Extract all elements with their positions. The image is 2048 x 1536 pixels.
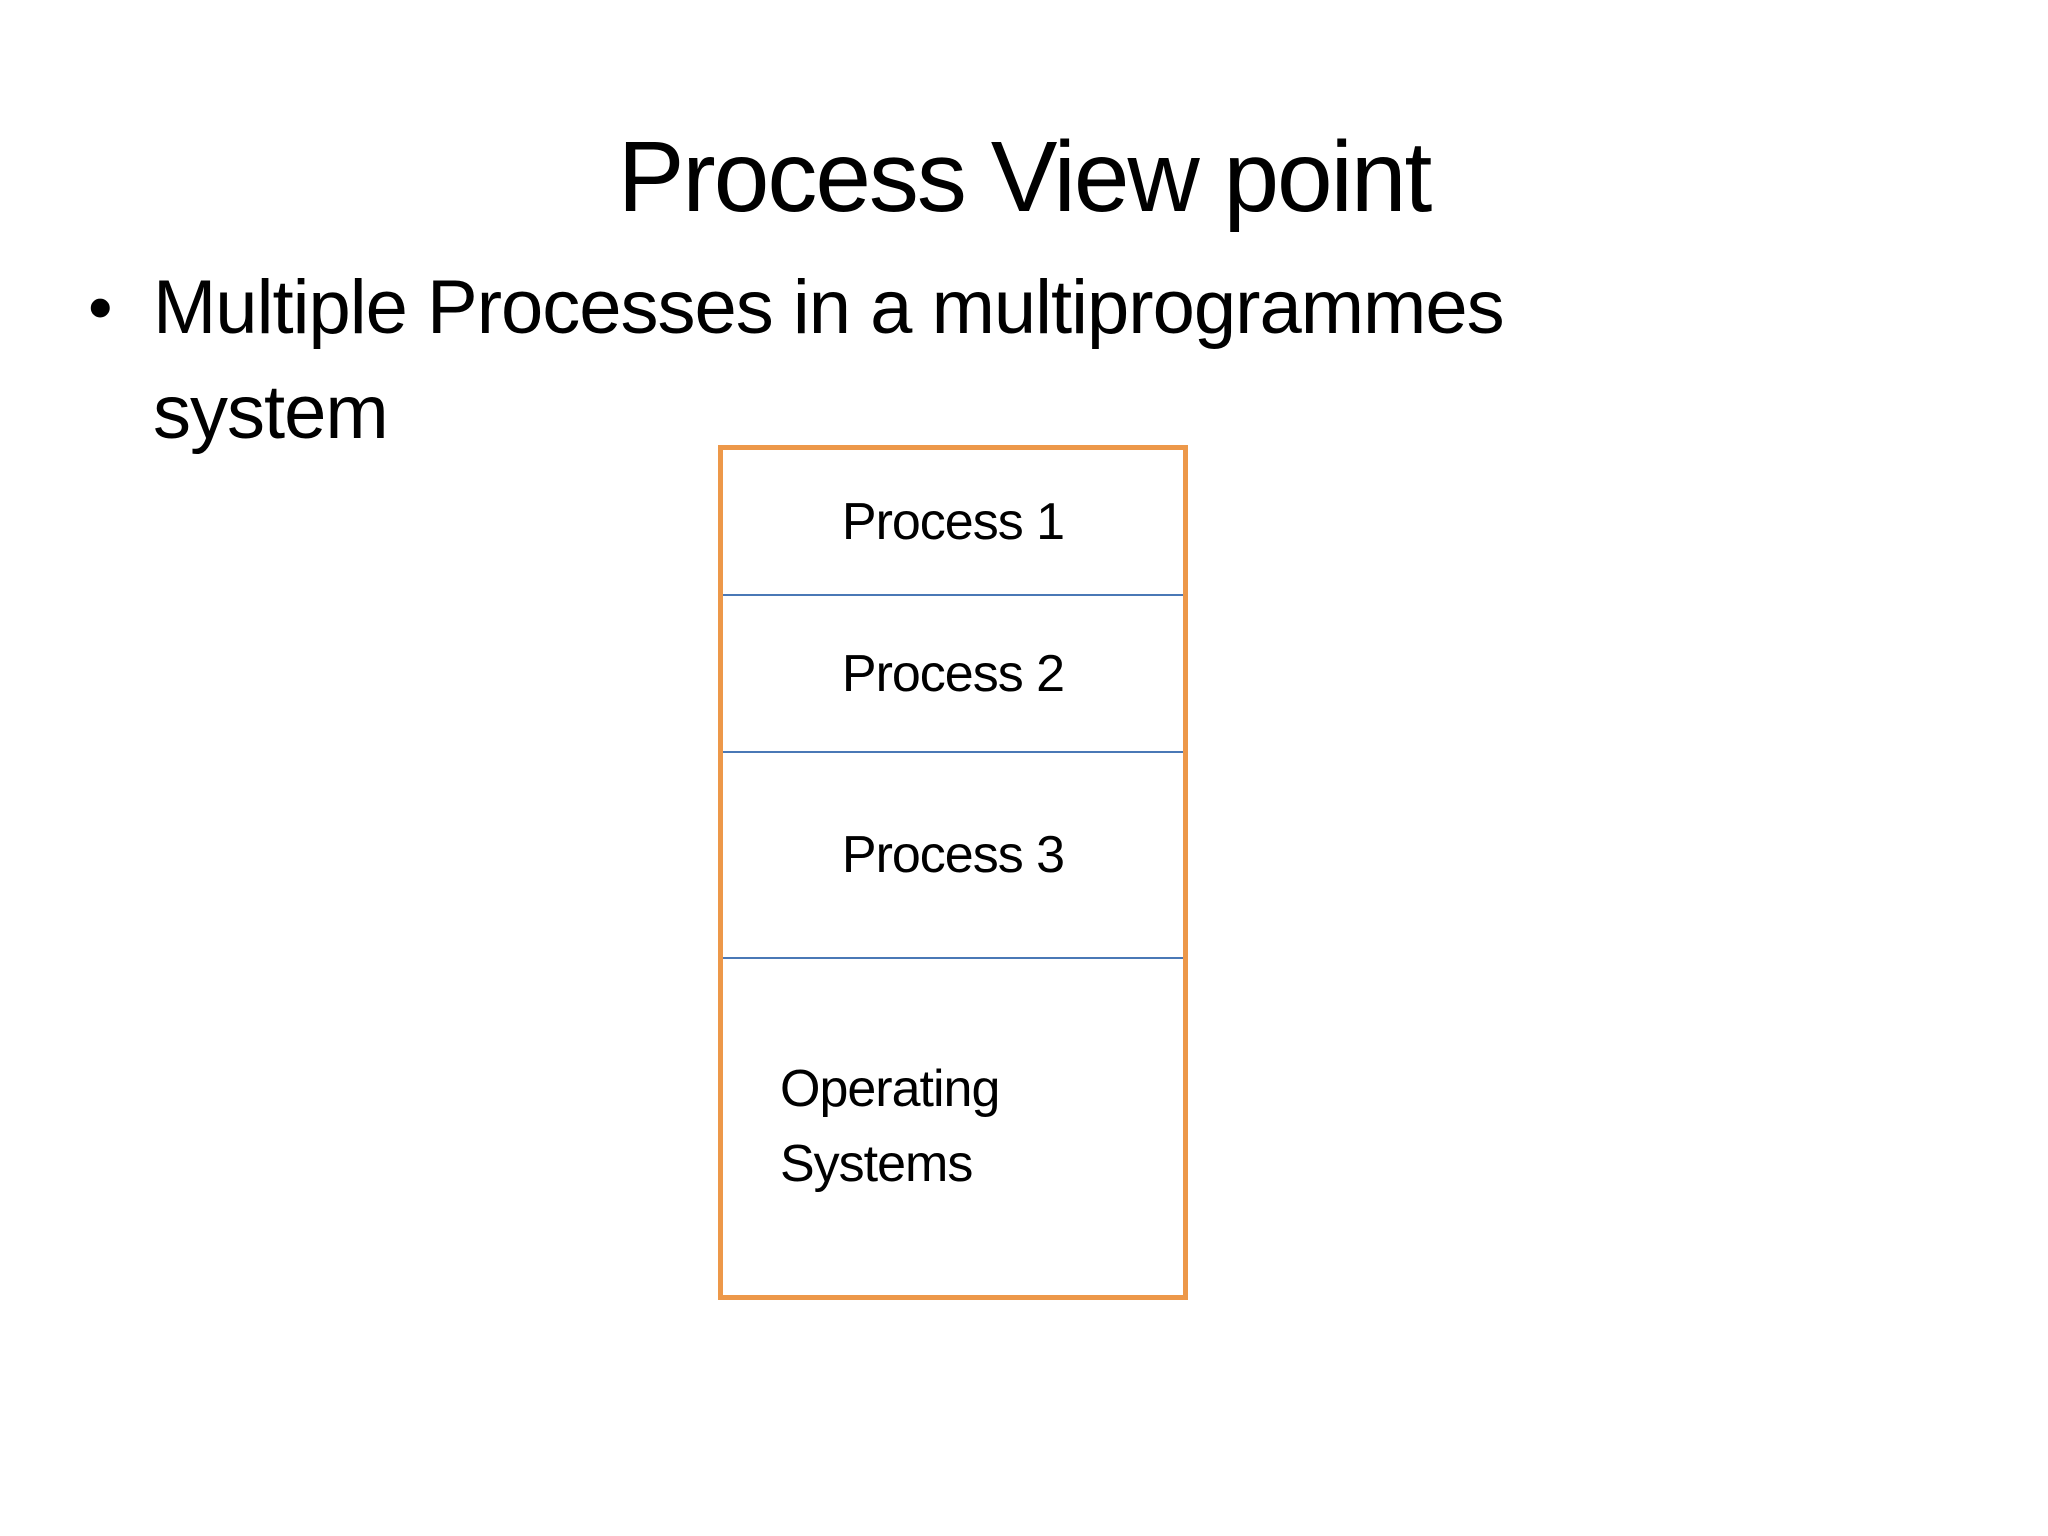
memory-layout-box: Process 1 Process 2 Process 3 Operating … <box>718 445 1188 1300</box>
section-label-operating-systems: Operating Systems <box>780 1059 1000 1194</box>
bullet-marker: • <box>88 268 113 346</box>
bullet-text: Multiple Processes in a multiprogrammes … <box>153 265 1505 455</box>
section-label-process-1: Process 1 <box>841 492 1065 551</box>
memory-section-process-2: Process 2 <box>723 594 1183 751</box>
bullet-item: • Multiple Processes in a multiprogramme… <box>88 256 1613 466</box>
slide-title: Process View point <box>617 121 1433 233</box>
memory-section-operating-systems: Operating Systems <box>723 957 1183 1295</box>
memory-section-process-1: Process 1 <box>723 450 1183 594</box>
section-label-process-2: Process 2 <box>841 644 1065 703</box>
section-label-process-3: Process 3 <box>841 826 1065 885</box>
memory-section-process-3: Process 3 <box>723 751 1183 957</box>
